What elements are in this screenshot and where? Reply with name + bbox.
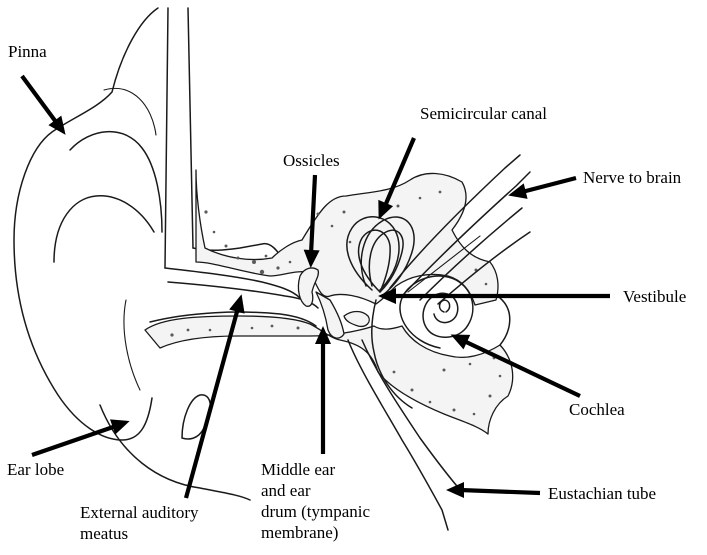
label-pinna: Pinna bbox=[8, 41, 47, 62]
label-ossicles: Ossicles bbox=[283, 150, 340, 171]
label-nerve-to-brain: Nerve to brain bbox=[583, 167, 681, 188]
label-external-auditory-meatus: External auditory meatus bbox=[80, 502, 250, 544]
label-ear-lobe: Ear lobe bbox=[7, 459, 64, 480]
label-middle-ear-line-1: Middle ear bbox=[261, 459, 391, 480]
label-middle-ear-line-4: membrane) bbox=[261, 522, 391, 543]
label-middle-ear-line-3: drum (tympanic bbox=[261, 501, 391, 522]
label-external-auditory-meatus-line-2: meatus bbox=[80, 523, 250, 544]
label-semicircular-canal: Semicircular canal bbox=[420, 103, 547, 124]
label-middle-ear-line-2: and ear bbox=[261, 480, 391, 501]
pointer-arrows bbox=[22, 76, 610, 498]
temporal-bone-drawing bbox=[145, 8, 513, 434]
label-vestibule: Vestibule bbox=[623, 286, 686, 307]
label-middle-ear: Middle ear and ear drum (tympanic membra… bbox=[261, 459, 391, 543]
label-eustachian-tube: Eustachian tube bbox=[548, 483, 656, 504]
label-cochlea: Cochlea bbox=[569, 399, 625, 420]
label-external-auditory-meatus-line-1: External auditory bbox=[80, 502, 250, 523]
